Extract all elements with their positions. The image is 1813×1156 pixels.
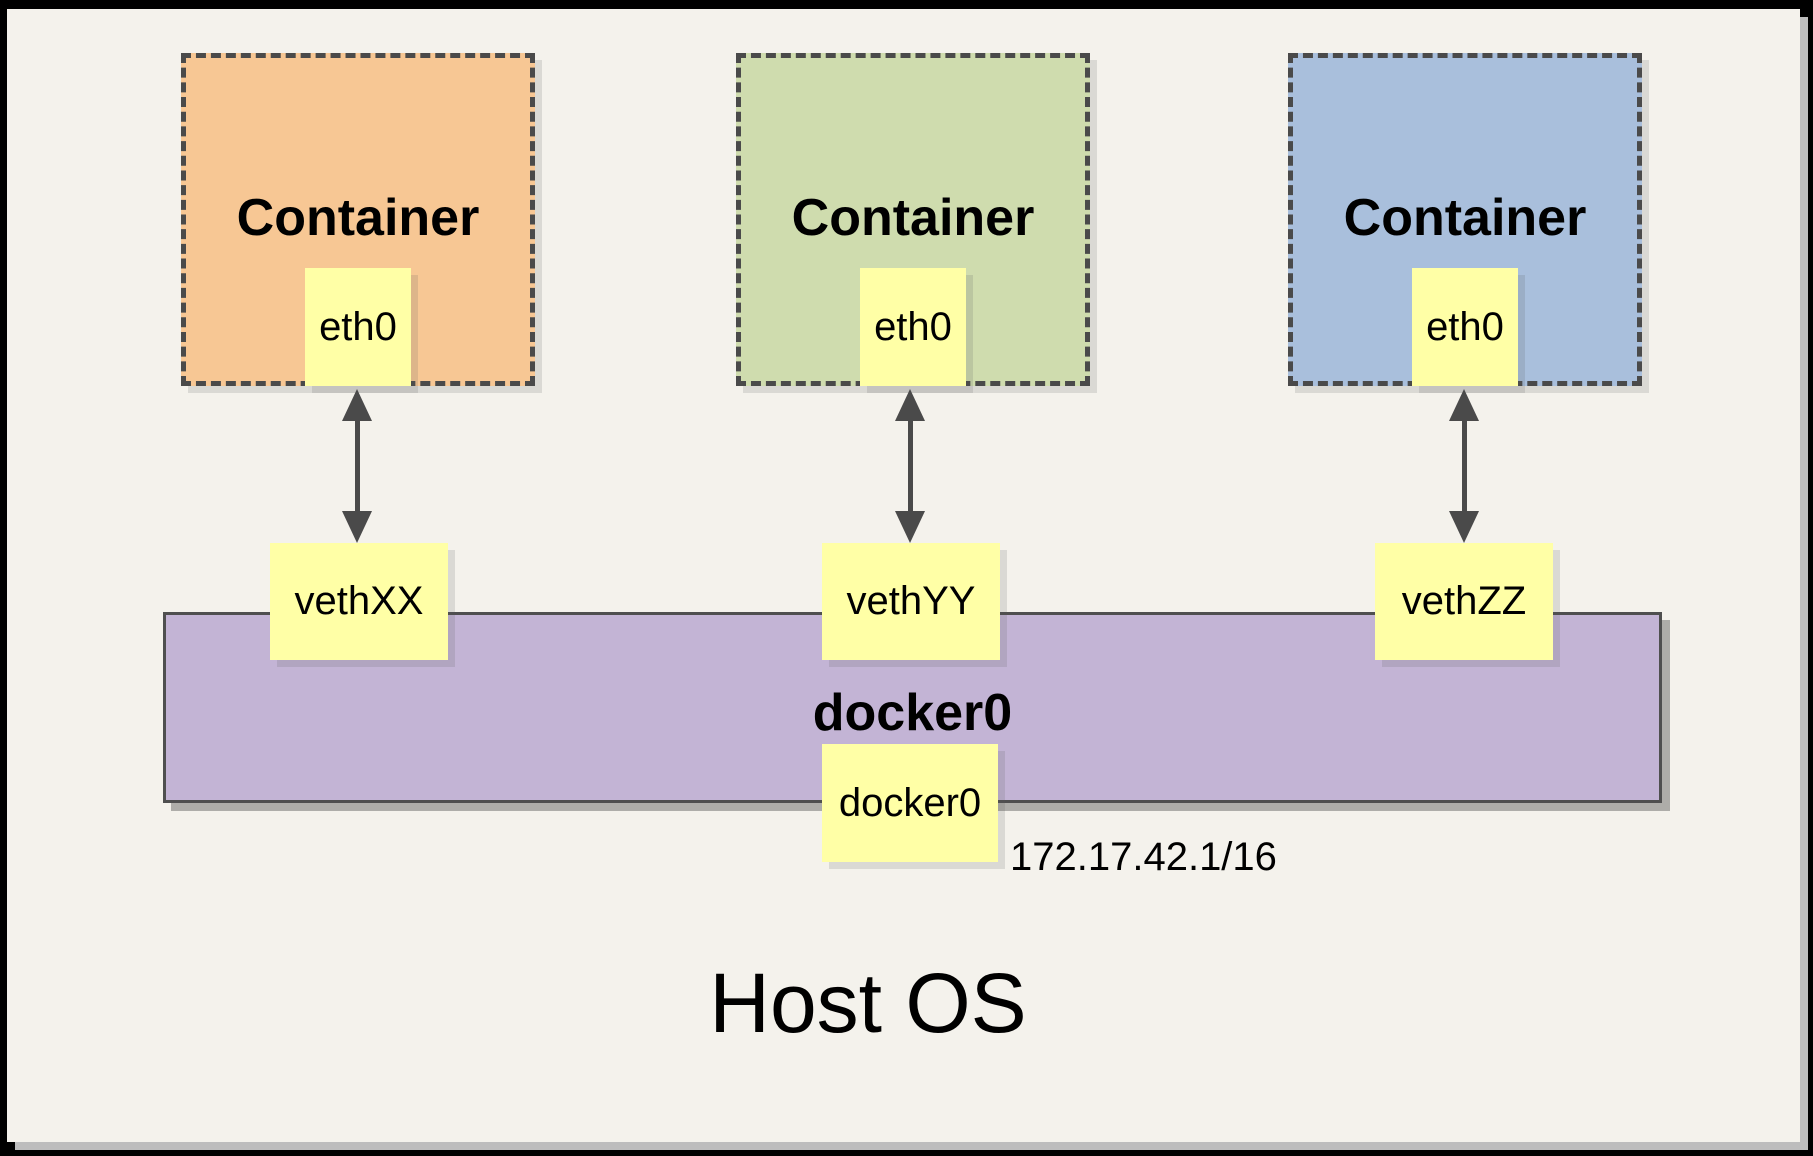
vethxx-label: vethXX <box>294 579 424 623</box>
vethzz-label: vethZZ <box>1401 579 1527 623</box>
container-label-3: Container <box>1343 189 1587 247</box>
container-label-2: Container <box>791 189 1035 247</box>
eth0-box-3: eth0 <box>1412 268 1518 386</box>
arrow-down-icon <box>895 511 925 543</box>
eth0-label-1: eth0 <box>319 304 397 349</box>
link-arrow-1 <box>342 389 372 543</box>
host-panel: Container eth0 Container eth0 Container … <box>7 9 1800 1142</box>
host-os-label: Host OS <box>709 956 1027 1050</box>
arrow-down-icon <box>1449 511 1479 543</box>
vethyy-label: vethYY <box>846 579 976 623</box>
container-label-1: Container <box>236 189 480 247</box>
arrow-shaft <box>1461 421 1467 511</box>
link-arrow-2 <box>895 389 925 543</box>
arrow-up-icon <box>895 389 925 421</box>
arrow-up-icon <box>342 389 372 421</box>
eth0-box-2: eth0 <box>860 268 966 386</box>
bridge-ip-label: 172.17.42.1/16 <box>1010 835 1277 879</box>
arrow-shaft <box>354 421 360 511</box>
link-arrow-3 <box>1449 389 1479 543</box>
eth0-label-2: eth0 <box>874 304 952 349</box>
arrow-down-icon <box>342 511 372 543</box>
vethyy-box: vethYY <box>822 543 1000 660</box>
docker0-bridge-label: docker0 <box>812 684 1013 742</box>
container-box-2: Container eth0 <box>736 53 1090 386</box>
docker0-interface-box: docker0 <box>822 744 998 862</box>
eth0-label-3: eth0 <box>1426 304 1504 349</box>
arrow-shaft <box>907 421 913 511</box>
container-box-1: Container eth0 <box>181 53 535 386</box>
eth0-box-1: eth0 <box>305 268 411 386</box>
docker0-interface-label: docker0 <box>838 780 982 825</box>
arrow-up-icon <box>1449 389 1479 421</box>
container-box-3: Container eth0 <box>1288 53 1642 386</box>
vethxx-box: vethXX <box>270 543 448 660</box>
vethzz-box: vethZZ <box>1375 543 1553 660</box>
